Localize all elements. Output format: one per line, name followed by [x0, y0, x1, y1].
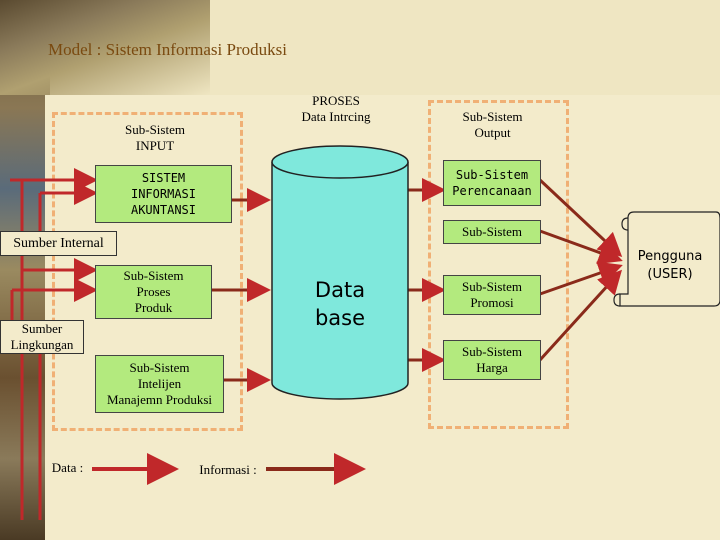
output-group-label: Sub-Sistem Output	[462, 109, 523, 140]
harga-box: Sub-Sistem Harga	[443, 340, 541, 380]
perencanaan-box: Sub-Sistem Perencanaan	[443, 160, 541, 206]
proses-label: PROSES Data Intrcing	[301, 93, 371, 124]
output-group-frame	[428, 100, 569, 429]
input-group-label: Sub-Sistem INPUT	[125, 122, 185, 153]
legend-data-label: Data :	[51, 460, 84, 475]
background-collage-top	[0, 0, 210, 95]
intelijen-box: Sub-Sistem Intelijen Manajemn Produksi	[95, 355, 224, 413]
promosi-box: Sub-Sistem Promosi	[443, 275, 541, 315]
sumber-internal-box: Sumber Internal	[0, 231, 117, 256]
page-title: Model : Sistem Informasi Produksi	[48, 40, 287, 59]
database-label: Data base	[314, 278, 366, 330]
sistem-informasi-akuntansi-box: SISTEM INFORMASI AKUNTANSI	[95, 165, 232, 223]
legend-informasi-label: Informasi :	[199, 462, 257, 477]
sumber-lingkungan-box: Sumber Lingkungan	[0, 320, 84, 354]
proses-produk-box: Sub-Sistem Proses Produk	[95, 265, 212, 319]
pengguna-user-label: Pengguna (USER)	[637, 249, 703, 282]
subsistem-box: Sub-Sistem	[443, 220, 541, 244]
